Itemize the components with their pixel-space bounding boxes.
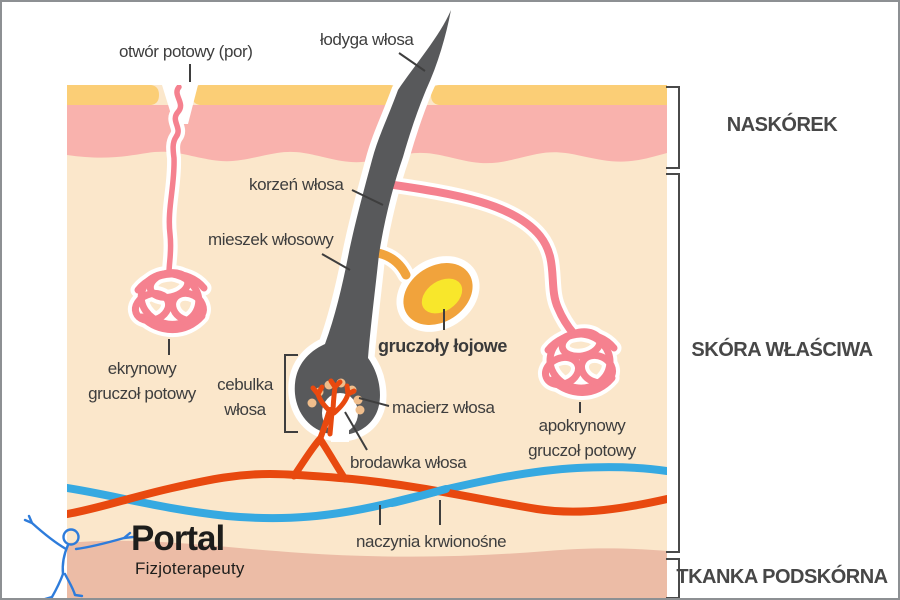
apocrine-sweat-gland [383,180,618,396]
hair-papilla-vessel [290,378,357,483]
label-eccrine-line2: gruczoł potowy [88,384,196,403]
pointer-lines [168,52,581,525]
label-hair-shaft: łodyga włosa [320,30,414,49]
skin-layers [67,85,667,598]
label-eccrine-gland: ekrynowy gruczoł potowy [42,356,242,406]
layer-brackets [666,86,680,598]
red-vessel [67,469,667,518]
label-hair-papilla: brodawka włosa [350,453,467,472]
label-apocrine-line1: apokrynowy [538,416,626,435]
eccrine-sweat-gland [131,85,208,334]
hair-shaft-pointer [398,52,426,72]
surface-yellow-band [67,85,667,105]
subcutis-layer [67,540,667,598]
hair-follicle-pointer [321,253,351,271]
subcutis-bracket [666,558,680,598]
matrix-pointer [358,397,390,407]
hair-shaft-and-follicle [294,10,451,436]
label-hair-matrix: macierz włosa [392,398,495,417]
label-epidermis: NASKÓREK [726,114,838,136]
epidermis-pink-band [67,105,667,164]
blue-vessel-over [388,485,450,507]
label-hair-bulb-line2: włosa [224,400,266,419]
label-eccrine-line1: ekrynowy [107,359,177,378]
logo-title: Portal [131,519,225,558]
label-hair-bulb: cebulka włosa [195,372,295,422]
blood-vessels [67,463,667,523]
label-pore: otwór potowy (por) [119,42,253,61]
label-subcutis: TKANKA PODSKÓRNA [676,566,888,588]
label-blood-vessels: naczynia krwionośne [356,532,507,551]
logo-subtitle: Fizjoterapeuty [135,559,245,578]
label-apocrine-line2: gruczoł potowy [528,441,636,460]
label-hair-root: korzeń włosa [249,175,344,194]
epidermis-bracket [666,86,680,169]
papilla-pointer [344,411,368,451]
bulb-bracket [284,354,298,433]
label-hair-follicle: mieszek włosowy [208,230,334,249]
label-dermis: SKÓRA WŁAŚCIWA [691,339,873,361]
label-sebaceous-glands: gruczoły łojowe [378,336,508,356]
label-hair-bulb-line1: cebulka [217,375,273,394]
person-figure-icon [23,514,135,598]
dermis-bracket [666,173,680,553]
label-apocrine-gland: apokrynowy gruczoł potowy [482,413,682,463]
hair-root-pointer [351,189,384,206]
